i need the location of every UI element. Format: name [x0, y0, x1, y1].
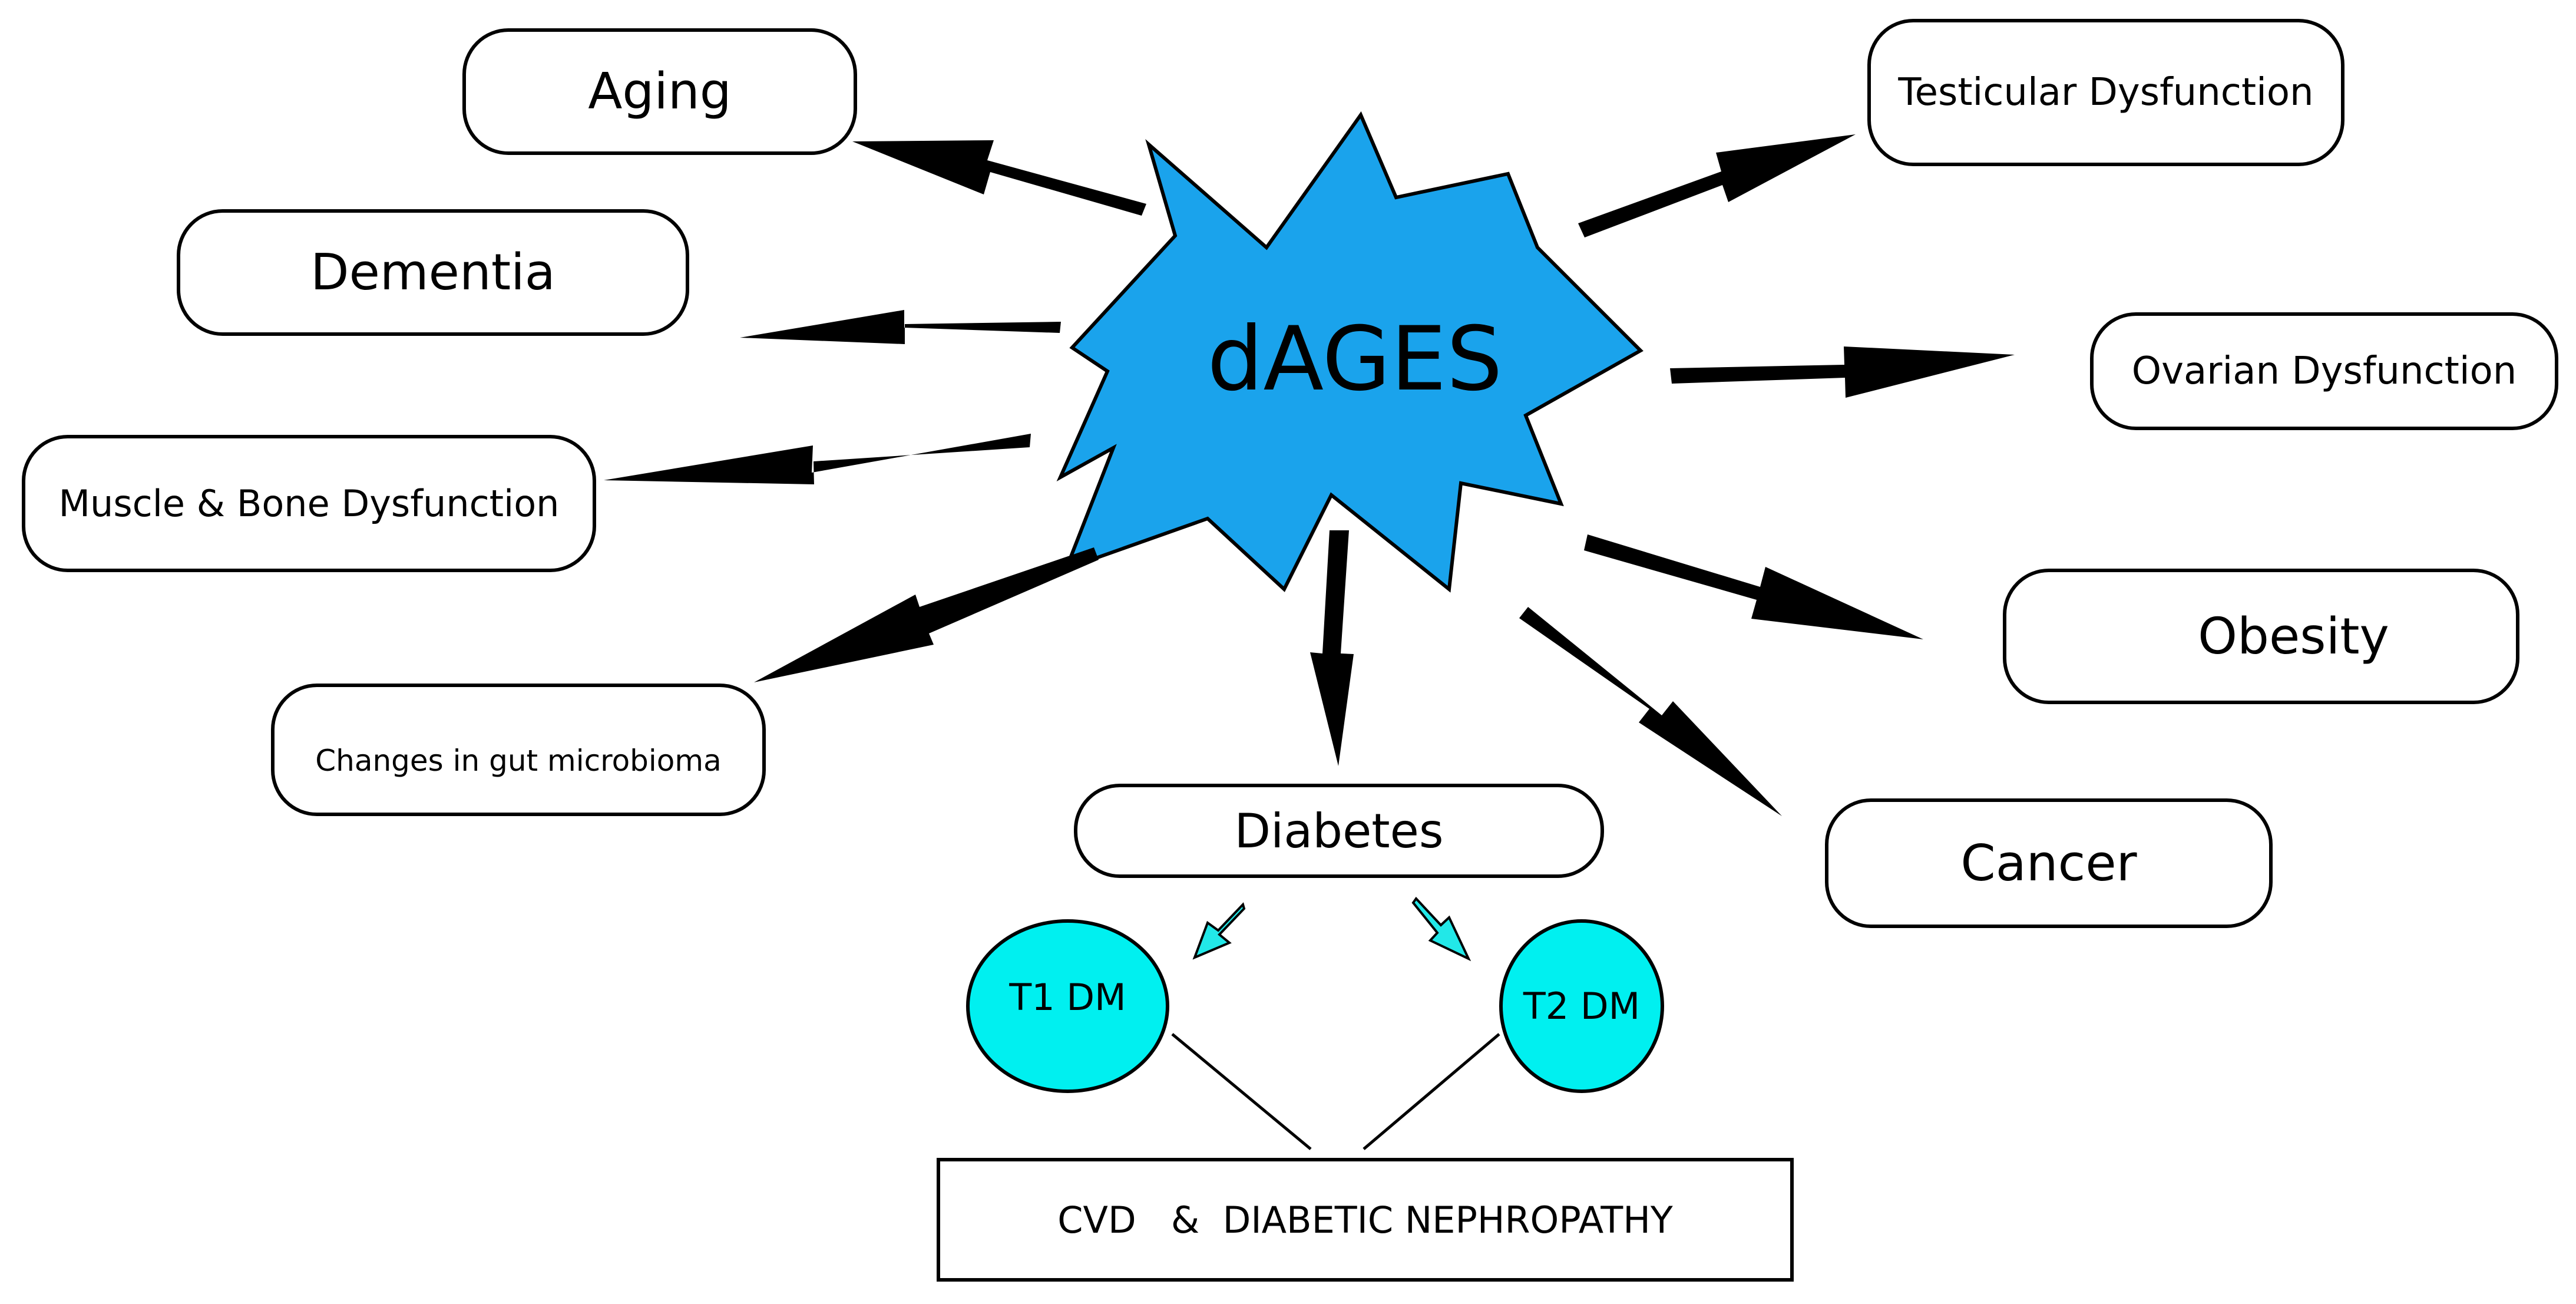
- arrow-to-t1dm: [1192, 902, 1246, 960]
- arrow-to-muscle: [604, 434, 1031, 484]
- arrow-to-obesity: [1584, 534, 1923, 639]
- line-t2dm-to-cvd: [1363, 1033, 1500, 1150]
- node-obesity-label: Obesity: [2198, 607, 2389, 666]
- arrow-to-dementia: [740, 310, 1061, 344]
- node-t2dm: T2 DM: [1499, 919, 1664, 1093]
- node-dementia: Dementia: [177, 209, 689, 336]
- node-dementia-label: Dementia: [310, 243, 555, 302]
- node-aging-label: Aging: [588, 62, 732, 121]
- node-obesity: Obesity: [2003, 569, 2519, 704]
- arrow-to-cancer: [1519, 607, 1782, 816]
- node-ovarian-label: Ovarian Dysfunction: [2131, 349, 2517, 393]
- node-cancer: Cancer: [1825, 798, 2273, 928]
- arrow-to-ovarian: [1670, 346, 2015, 398]
- arrow-to-diabetes: [1310, 530, 1354, 766]
- arrow-to-aging: [852, 140, 1146, 216]
- node-aging: Aging: [462, 28, 857, 155]
- node-testicular: Testicular Dysfunction: [1867, 19, 2344, 166]
- line-t1dm-to-cvd: [1171, 1033, 1312, 1150]
- arrow-to-testicular: [1578, 134, 1856, 237]
- node-diabetes-label: Diabetes: [1234, 803, 1444, 859]
- node-cancer-label: Cancer: [1960, 834, 2137, 893]
- node-t1dm-label: T1 DM: [1009, 976, 1126, 1019]
- center-label: dAGES: [1207, 308, 1503, 411]
- node-cvd-label: CVD & DIABETIC NEPHROPATHY: [1057, 1198, 1673, 1242]
- node-muscle-bone-label: Muscle & Bone Dysfunction: [58, 482, 560, 525]
- node-t2dm-label: T2 DM: [1523, 985, 1641, 1028]
- arrow-to-t2dm: [1411, 896, 1471, 962]
- node-muscle-bone: Muscle & Bone Dysfunction: [22, 435, 596, 572]
- node-gut: Changes in gut microbioma: [271, 684, 766, 816]
- node-gut-label: Changes in gut microbioma: [315, 743, 722, 778]
- node-ovarian: Ovarian Dysfunction: [2090, 312, 2558, 430]
- arrow-to-gut: [754, 547, 1099, 682]
- node-cvd: CVD & DIABETIC NEPHROPATHY: [937, 1158, 1794, 1282]
- node-testicular-label: Testicular Dysfunction: [1898, 71, 2314, 114]
- star-burst-icon: [1056, 111, 1644, 593]
- node-t1dm: T1 DM: [966, 919, 1169, 1093]
- node-diabetes: Diabetes: [1074, 784, 1604, 878]
